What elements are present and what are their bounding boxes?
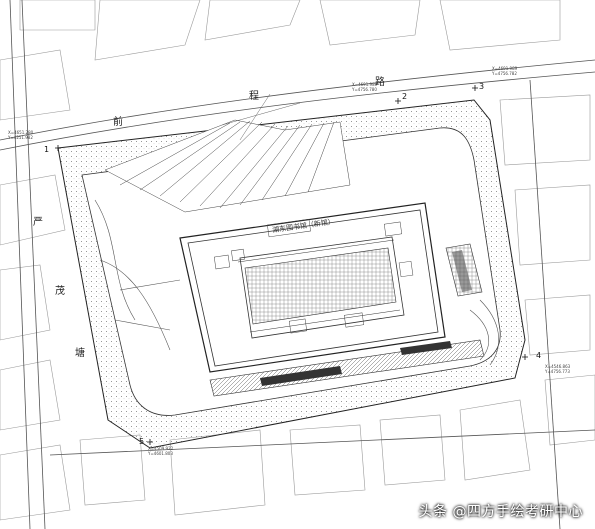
west-garden [94,199,181,351]
survey-point-number: 5 [139,437,145,446]
road-name-north-char: 路 [375,77,385,88]
survey-point-markers [55,85,528,445]
road-name-west-char: 塘 [75,348,85,359]
survey-point-number: 3 [479,82,485,91]
entrance-plaza [104,93,351,213]
watermark-text: 头条 @四方手绘考研中心 [418,504,583,520]
road-name-north-char: 前 [113,117,123,128]
road-name-west-char: 严 [33,217,43,228]
survey-point-number: 1 [44,145,50,154]
south-paving [209,339,485,397]
survey-point-number: 2 [402,92,408,101]
east-garden [469,299,499,366]
road-name-north-char: 程 [249,91,259,102]
survey-point-number: 4 [536,351,542,360]
library-building [179,202,446,373]
road-name-west-char: 茂 [55,286,65,297]
parking-east [445,243,483,297]
